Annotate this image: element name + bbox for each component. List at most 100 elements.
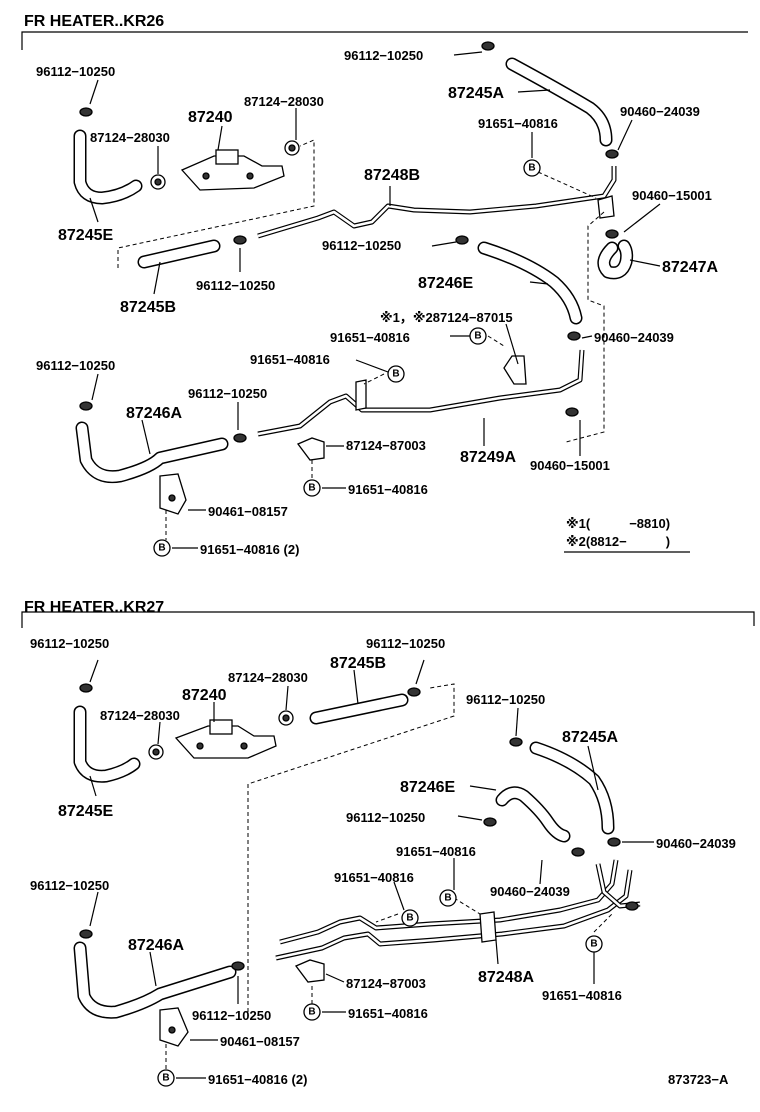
part-label: 87248A [478, 969, 534, 986]
clamp-icon [79, 929, 93, 939]
part-label: 96112−10250 [466, 692, 545, 707]
bolt-marker-b: B [523, 159, 541, 177]
part-label: 90461−08157 [220, 1034, 300, 1049]
part-label: 96112−10250 [188, 386, 267, 401]
part-label: 87124−87003 [346, 438, 426, 453]
part-label: 91651−40816 (2) [208, 1072, 307, 1087]
svg-text:B: B [444, 893, 451, 904]
bracket-87124-87003 [296, 437, 325, 461]
part-label: 87124−28030 [228, 670, 308, 685]
bracket-pipe-87248b [597, 195, 615, 219]
part-label: 90460−24039 [594, 330, 674, 345]
part-label: 87245E [58, 227, 113, 244]
part-label: 96112−10250 [322, 238, 401, 253]
svg-text:B: B [406, 913, 413, 924]
dashed-outline [117, 139, 315, 268]
part-label: 91651−40816 [348, 482, 428, 497]
clamp-icon [625, 901, 639, 911]
pipe-87249a [257, 349, 585, 437]
hose-87247a [597, 239, 634, 280]
svg-text:B: B [162, 1073, 169, 1084]
hose-87245b [137, 239, 221, 269]
part-label: 87247A [662, 259, 718, 276]
part-label: 91651−40816 [542, 988, 622, 1003]
part-label: 87246E [400, 779, 455, 796]
part-label: 96112−10250 [36, 64, 115, 79]
section-title-kr26: FR HEATER..KR26 [24, 13, 164, 30]
footnote: ※2(8812− ) [566, 534, 670, 549]
diagram-code: 873723−A [668, 1072, 729, 1087]
part-label: 91651−40816 [478, 116, 558, 131]
section-title-kr27: FR HEATER..KR27 [24, 599, 164, 616]
clamp-icon [567, 331, 581, 341]
bolt-marker-b: B [585, 935, 603, 953]
section-kr27: FR HEATER..KR27 [21, 599, 755, 1087]
leader-lines [89, 51, 690, 553]
part-label: 96112−10250 [366, 636, 445, 651]
part-label: 87240 [188, 109, 233, 126]
bracket-87124-28030-a [150, 174, 166, 190]
part-label: 87246A [126, 405, 182, 422]
bolt-marker-b: B [387, 365, 405, 383]
svg-text:B: B [474, 331, 481, 342]
part-label: 96112−10250 [30, 878, 109, 893]
hose-87246e [477, 241, 583, 325]
bracket-pipe-87248a [479, 911, 497, 943]
bolt-marker-b: B [469, 327, 487, 345]
hose-87245e [73, 705, 141, 783]
part-label: 91651−40816 [348, 1006, 428, 1021]
dashed-leader [453, 897, 481, 915]
svg-text:B: B [158, 543, 165, 554]
leader-lines [89, 659, 654, 1079]
clamp-icon [407, 687, 421, 697]
clamp-icon [483, 817, 497, 827]
part-label: 90460−15001 [530, 458, 610, 473]
section-border [21, 31, 748, 50]
hose-87246a [75, 421, 229, 484]
pipe-87248b [257, 166, 617, 239]
svg-text:B: B [590, 939, 597, 950]
part-label: 87245B [330, 655, 386, 672]
clamp-icon [565, 407, 579, 417]
part-label: 91651−40816 (2) [200, 542, 299, 557]
clamp-icon [509, 737, 523, 747]
heater-valve-87240 [180, 149, 285, 191]
part-label: 87249A [460, 449, 516, 466]
bolt-marker-b: B [401, 909, 419, 927]
bolt-marker-b: B [303, 1003, 321, 1021]
part-label: 90460−24039 [656, 836, 736, 851]
clamp-icon [233, 433, 247, 443]
svg-text:B: B [528, 163, 535, 174]
svg-text:B: B [308, 483, 315, 494]
part-label: 87245E [58, 803, 113, 820]
heater-valve-87240 [174, 719, 277, 759]
part-label: 96112−10250 [192, 1008, 271, 1023]
bolt-marker-b: B [153, 539, 171, 557]
part-label: 96112−10250 [196, 278, 275, 293]
part-label: 87245A [448, 85, 504, 102]
part-label: 90460−15001 [632, 188, 712, 203]
bracket-87124-87015 [503, 355, 527, 385]
hose-87245e [73, 129, 143, 205]
bolt-marker-b: B [439, 889, 457, 907]
bracket-90461-08157 [159, 1007, 189, 1047]
part-label: 87124−28030 [100, 708, 180, 723]
bracket-pipe-87249a [355, 379, 367, 411]
part-label: 87245A [562, 729, 618, 746]
clamp-icon [455, 235, 469, 245]
clamp-icon [481, 41, 495, 51]
dashed-leader [363, 373, 385, 385]
part-label: 96112−10250 [346, 810, 425, 825]
part-label: 87124−87003 [346, 976, 426, 991]
dashed-leader [487, 335, 505, 347]
bracket-90461-08157 [159, 473, 187, 515]
part-label: 87124−28030 [90, 130, 170, 145]
clamp-icon [607, 837, 621, 847]
clamp-icon [605, 229, 619, 239]
bolt-marker-b: B [303, 479, 321, 497]
dashed-outline [247, 683, 455, 1012]
part-label: ※1，※287124−87015 [380, 310, 513, 325]
bracket-87124-28030-b [284, 140, 300, 156]
dashed-leader [593, 913, 613, 933]
dashed-leader [375, 913, 399, 923]
